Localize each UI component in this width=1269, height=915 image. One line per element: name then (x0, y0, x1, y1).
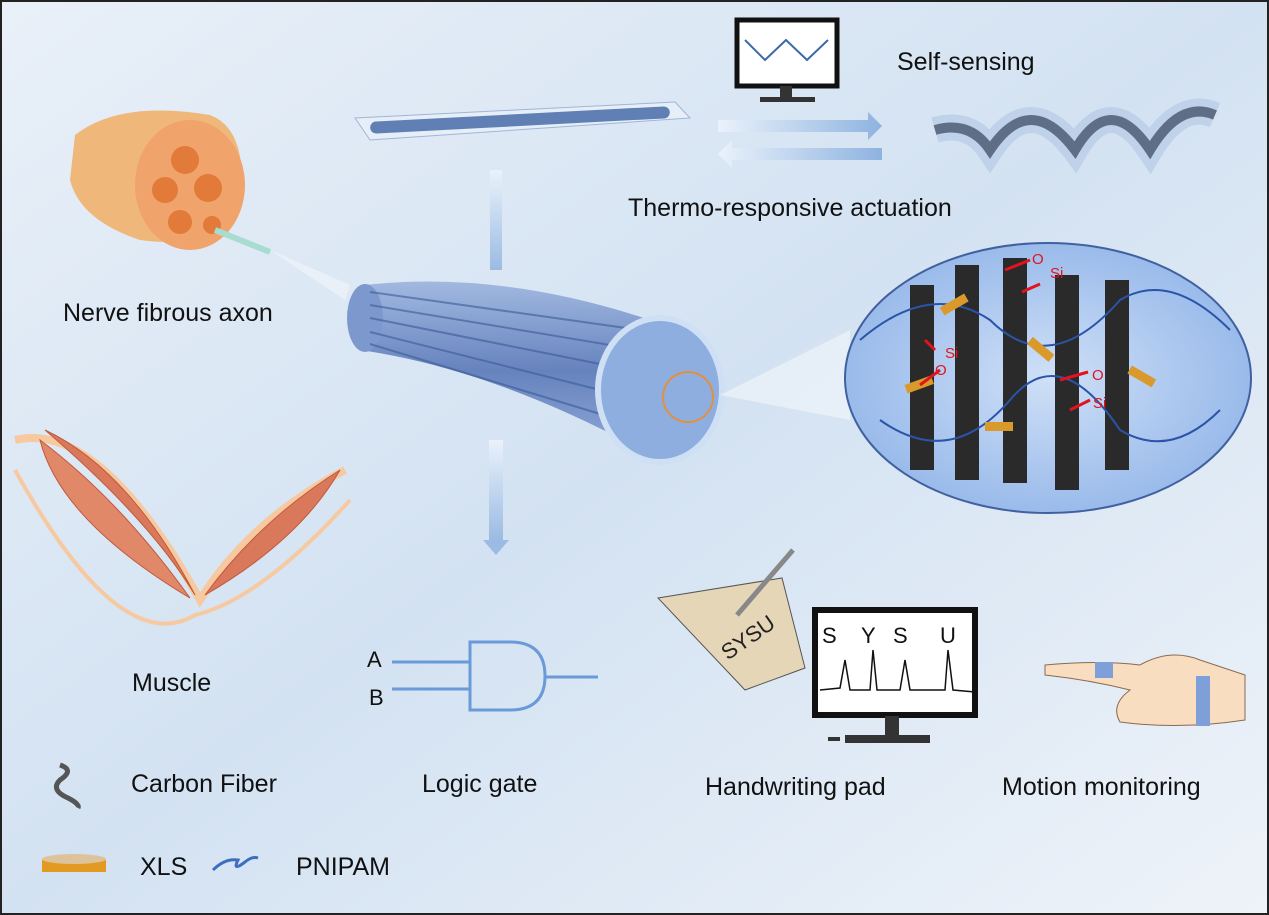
carbon-fiber-label: Carbon Fiber (131, 770, 277, 798)
signal-letter: Y (861, 623, 876, 648)
muscle-label: Muscle (132, 669, 211, 697)
muscle-illustration (13, 429, 352, 626)
handwriting-paper: SYSU (656, 548, 806, 691)
thermo-label: Thermo-responsive actuation (628, 194, 952, 222)
xls-label: XLS (140, 853, 187, 881)
si-label: Si (945, 345, 958, 362)
o-label: O (1092, 367, 1104, 384)
si-label: Si (1050, 265, 1063, 282)
si-label: Si (1093, 395, 1106, 412)
motion-label: Motion monitoring (1002, 773, 1201, 801)
o-label: O (935, 362, 947, 379)
monitor-self-sensing (734, 17, 840, 102)
handwriting-label: Handwriting pad (705, 773, 886, 801)
hydrogel-strip (354, 101, 692, 141)
nerve-label: Nerve fibrous axon (63, 299, 273, 327)
signal-letter: S (893, 623, 908, 648)
carbon-fiber-icon (53, 762, 81, 810)
arrow-down (483, 440, 509, 555)
microstructure-ellipse: Si O Si O Si O (720, 242, 1252, 514)
hand-illustration (1044, 654, 1246, 727)
input-b-label: B (369, 685, 384, 710)
nerve-illustration (70, 110, 350, 300)
monitor-handwriting (812, 607, 978, 743)
input-a-label: A (367, 647, 382, 672)
signal-letter: S (822, 623, 837, 648)
pnipam-chains (859, 289, 1231, 443)
bent-actuator (931, 98, 1221, 175)
o-label: O (1032, 251, 1044, 268)
legend: Carbon Fiber XLS PNIPAM (42, 762, 390, 881)
logic-gate-symbol (392, 640, 598, 712)
fiber-bundle (347, 281, 725, 465)
signal-letter: U (940, 623, 956, 648)
xls-icon (42, 854, 106, 872)
pnipam-label: PNIPAM (296, 853, 390, 881)
pen-icon (735, 548, 795, 617)
pnipam-icon (211, 856, 259, 872)
arrow-up (490, 170, 502, 270)
self-sensing-label: Self-sensing (897, 48, 1035, 76)
logic-gate-label: Logic gate (422, 770, 537, 798)
bidirectional-arrows (718, 112, 882, 168)
